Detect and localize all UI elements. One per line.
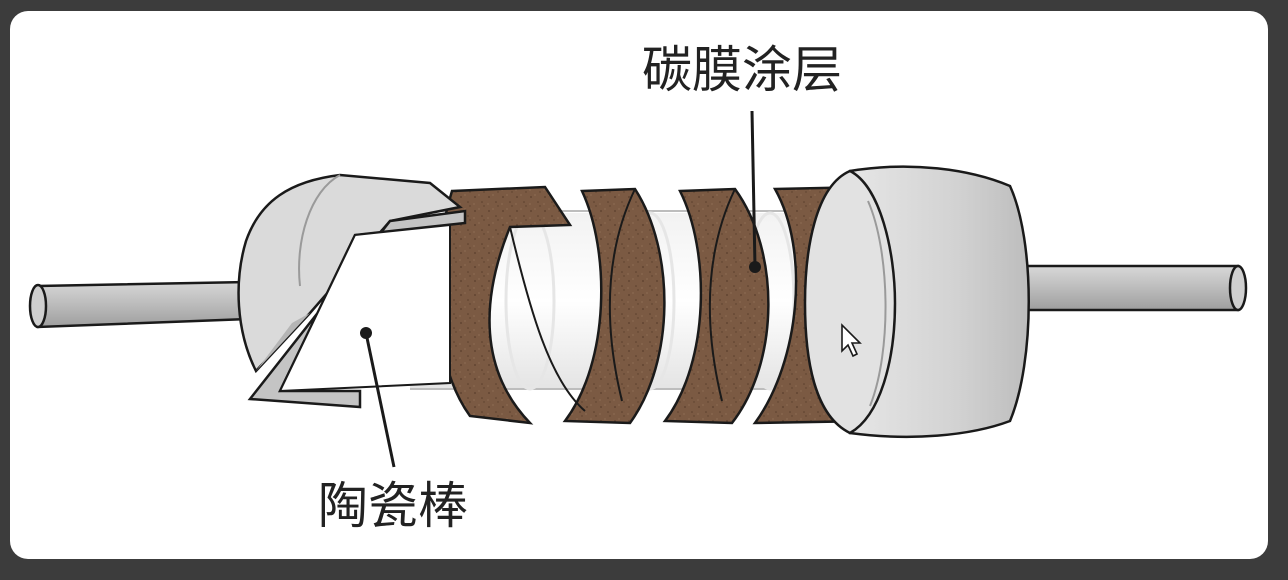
left-lead-wire bbox=[28, 279, 302, 329]
carbon-leader-dot bbox=[749, 261, 761, 273]
rod-leader-dot bbox=[360, 327, 372, 339]
resistor-diagram bbox=[28, 110, 1248, 468]
carbon-band-3 bbox=[662, 187, 770, 425]
rod-leader-line bbox=[364, 332, 396, 468]
right-lead-wire bbox=[1018, 264, 1248, 312]
carbon-band-2 bbox=[562, 187, 666, 425]
diagram-panel: 碳膜涂层 陶瓷棒 bbox=[10, 11, 1268, 559]
carbon-leader-line bbox=[750, 110, 757, 268]
carbon-film-coating-label: 碳膜涂层 bbox=[642, 41, 842, 99]
ceramic-rod-label: 陶瓷棒 bbox=[318, 477, 468, 535]
right-end-cap bbox=[803, 165, 1030, 439]
mouse-pointer-icon bbox=[841, 323, 862, 358]
leader-lines bbox=[360, 110, 761, 468]
left-end-cap bbox=[237, 173, 467, 409]
